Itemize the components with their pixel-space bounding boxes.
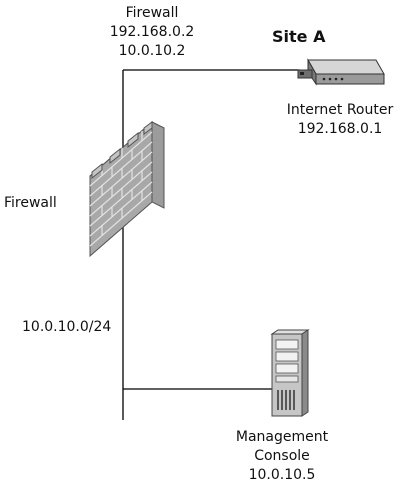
firewall-interfaces-label: Firewall 192.168.0.2 10.0.10.2 xyxy=(100,4,204,61)
console-label: Management Console 10.0.10.5 xyxy=(222,428,342,485)
console-ip: 10.0.10.5 xyxy=(248,467,316,483)
router-icon xyxy=(297,58,385,86)
server-tower-icon xyxy=(270,329,310,417)
firewall-label: Firewall xyxy=(4,195,57,211)
router-ip: 192.168.0.1 xyxy=(297,121,383,137)
router-name: Internet Router xyxy=(286,102,394,118)
brick-wall-icon xyxy=(89,120,165,258)
console-name-line2: Console xyxy=(254,448,310,464)
firewall-external-ip: 192.168.0.2 xyxy=(109,24,195,40)
firewall-internal-ip: 10.0.10.2 xyxy=(118,43,186,59)
firewall-interfaces-title: Firewall xyxy=(125,5,179,21)
subnet-label: 10.0.10.0/24 xyxy=(22,319,112,335)
console-name-line1: Management xyxy=(235,429,329,445)
site-label: Site A xyxy=(272,27,326,46)
router-label: Internet Router 192.168.0.1 xyxy=(276,101,400,139)
